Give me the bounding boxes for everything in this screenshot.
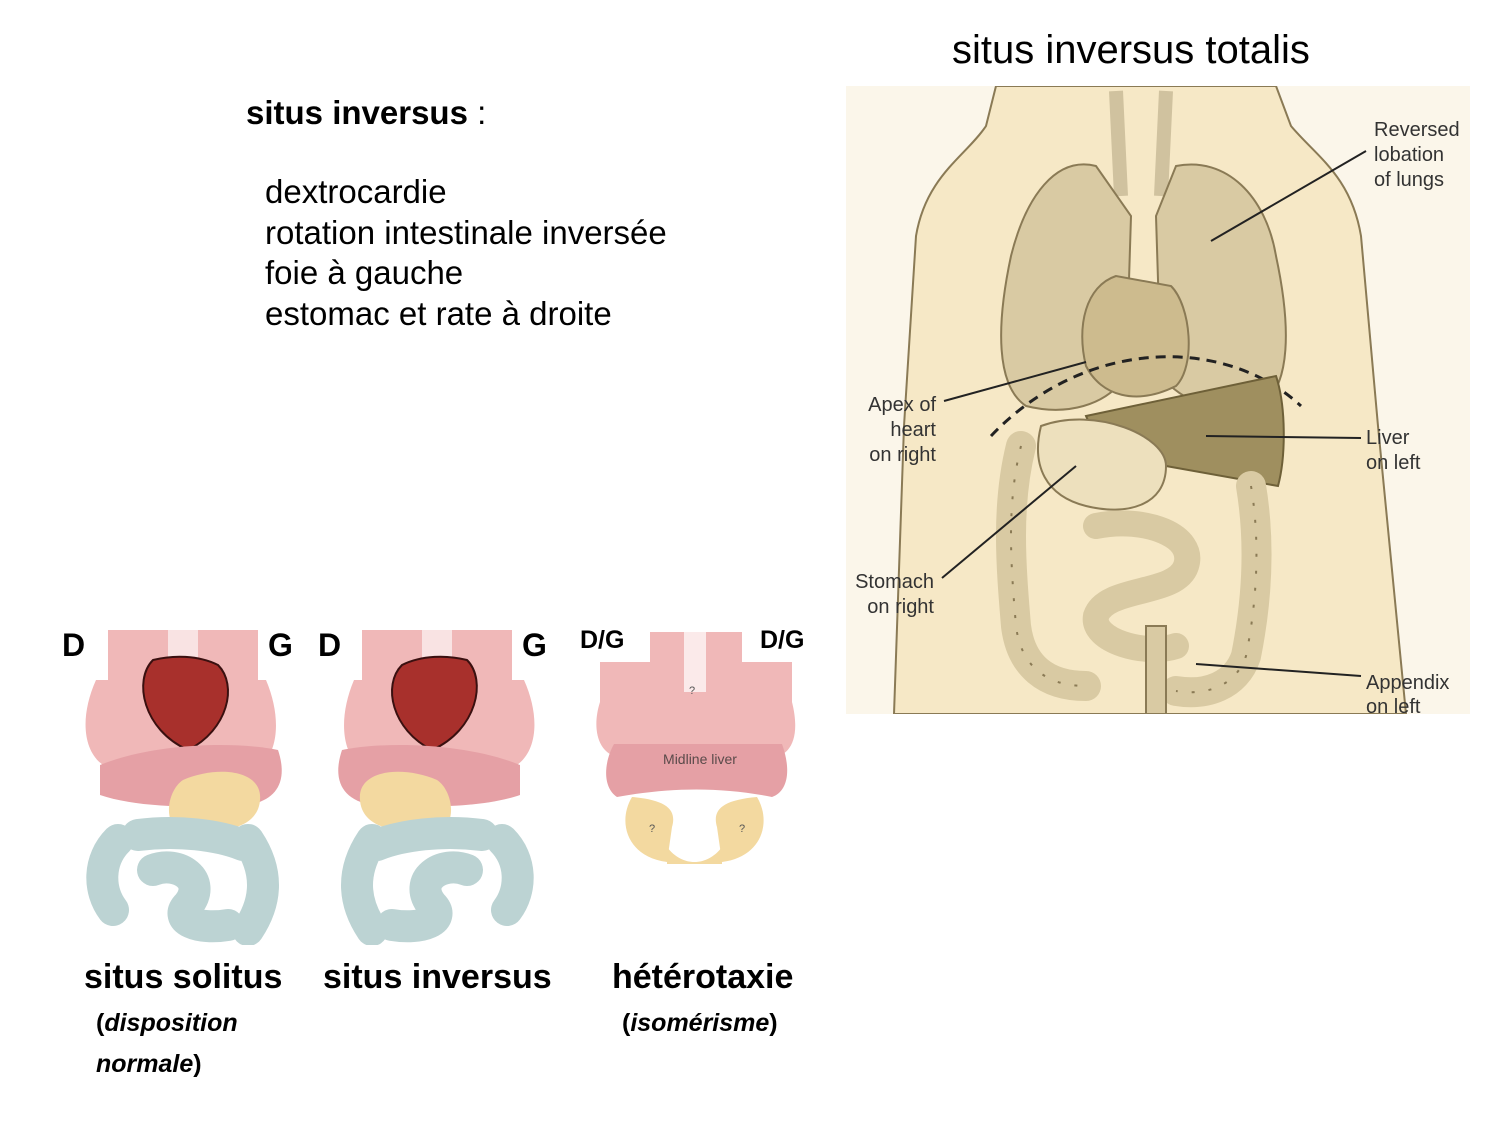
definition-heading: situs inversus : [246, 94, 486, 132]
label-liver: on left [1366, 452, 1421, 474]
panel2-left-side: D [318, 627, 342, 663]
label-appendix: Appendix [1366, 672, 1449, 694]
panel2-caption: situs inversus [323, 958, 552, 996]
label-liver: Liver [1366, 427, 1410, 449]
leader-stomach [941, 465, 1077, 579]
note-italic: normale [96, 1050, 194, 1078]
panel3-diagram: ? Midline liver ? ? [596, 632, 796, 864]
stomach-right [715, 797, 764, 862]
heart [142, 655, 229, 752]
leader-liver [1205, 435, 1362, 439]
panel1-left-side: D [62, 627, 86, 663]
note-paren: ( [622, 1009, 631, 1037]
label-stomach: on right [867, 596, 934, 618]
stomach [359, 771, 452, 832]
definition-item: estomac et rate à droite [265, 294, 612, 332]
panel1-diagram [85, 630, 282, 945]
spleen [667, 847, 722, 864]
trachea [168, 630, 198, 660]
panel2-right-side: G [522, 627, 547, 663]
panel1-note: (disposition normale) [96, 1003, 238, 1085]
note-italic: isomérisme [630, 1009, 770, 1037]
unknown-mark: ? [649, 823, 655, 835]
label-heart: on right [869, 444, 936, 466]
leader-heart [943, 361, 1087, 402]
definition-item: rotation intestinale inversée [265, 213, 667, 251]
label-heart: heart [890, 419, 936, 441]
unknown-mark: ? [739, 823, 745, 835]
lungs [596, 632, 796, 757]
anatomy-labels: Reversed lobation of lungs Apex of heart… [855, 119, 1460, 714]
intestines [341, 817, 534, 945]
definition-term: situs inversus [246, 94, 468, 131]
trachea [422, 630, 452, 660]
definition-item: foie à gauche [265, 254, 464, 291]
label-lungs: Reversed [1374, 119, 1460, 141]
note-paren: ) [193, 1050, 202, 1078]
panel3-note: (isomérisme) [622, 1003, 778, 1044]
diaphragm-line [989, 355, 1303, 438]
panel3-right-side: D/G [760, 626, 805, 654]
panel3-left-side: D/G [580, 626, 625, 654]
label-stomach: Stomach [855, 571, 934, 593]
label-heart: Apex of [868, 394, 936, 416]
panel2-diagram [338, 630, 535, 945]
note-italic: disposition [104, 1009, 238, 1037]
intestines [86, 817, 279, 945]
panel1-right-side: G [268, 627, 293, 663]
label-lungs: of lungs [1374, 169, 1444, 191]
note-paren: ( [96, 1009, 105, 1037]
panel3-caption: hétérotaxie [612, 958, 794, 996]
leader-lungs [1210, 150, 1367, 242]
anatomy-illustration: Reversed lobation of lungs Apex of heart… [846, 86, 1470, 714]
label-lungs: lobation [1374, 144, 1444, 166]
definition-colon: : [467, 94, 487, 131]
rectum [1145, 625, 1167, 714]
neck-vessels [1109, 90, 1173, 197]
leader-appendix [1195, 663, 1362, 677]
stomach [168, 771, 261, 832]
page-title: situs inversus totalis [952, 28, 1310, 72]
small-intestine [1082, 510, 1201, 663]
torso [892, 86, 1408, 714]
stomach [1037, 418, 1168, 511]
panel1-caption: situs solitus [84, 958, 283, 996]
definition-item: dextrocardie [265, 173, 447, 210]
heart [1081, 274, 1190, 398]
stomach-left [625, 797, 674, 862]
unknown-mark: ? [689, 685, 695, 697]
definition-list: dextrocardie rotation intestinale invers… [265, 172, 667, 334]
heart [391, 655, 478, 752]
liver [606, 744, 788, 797]
label-appendix: on left [1366, 696, 1421, 714]
note-paren: ) [769, 1009, 778, 1037]
colon [996, 431, 1272, 708]
midline-liver-label: Midline liver [663, 751, 737, 767]
trachea [684, 632, 706, 692]
